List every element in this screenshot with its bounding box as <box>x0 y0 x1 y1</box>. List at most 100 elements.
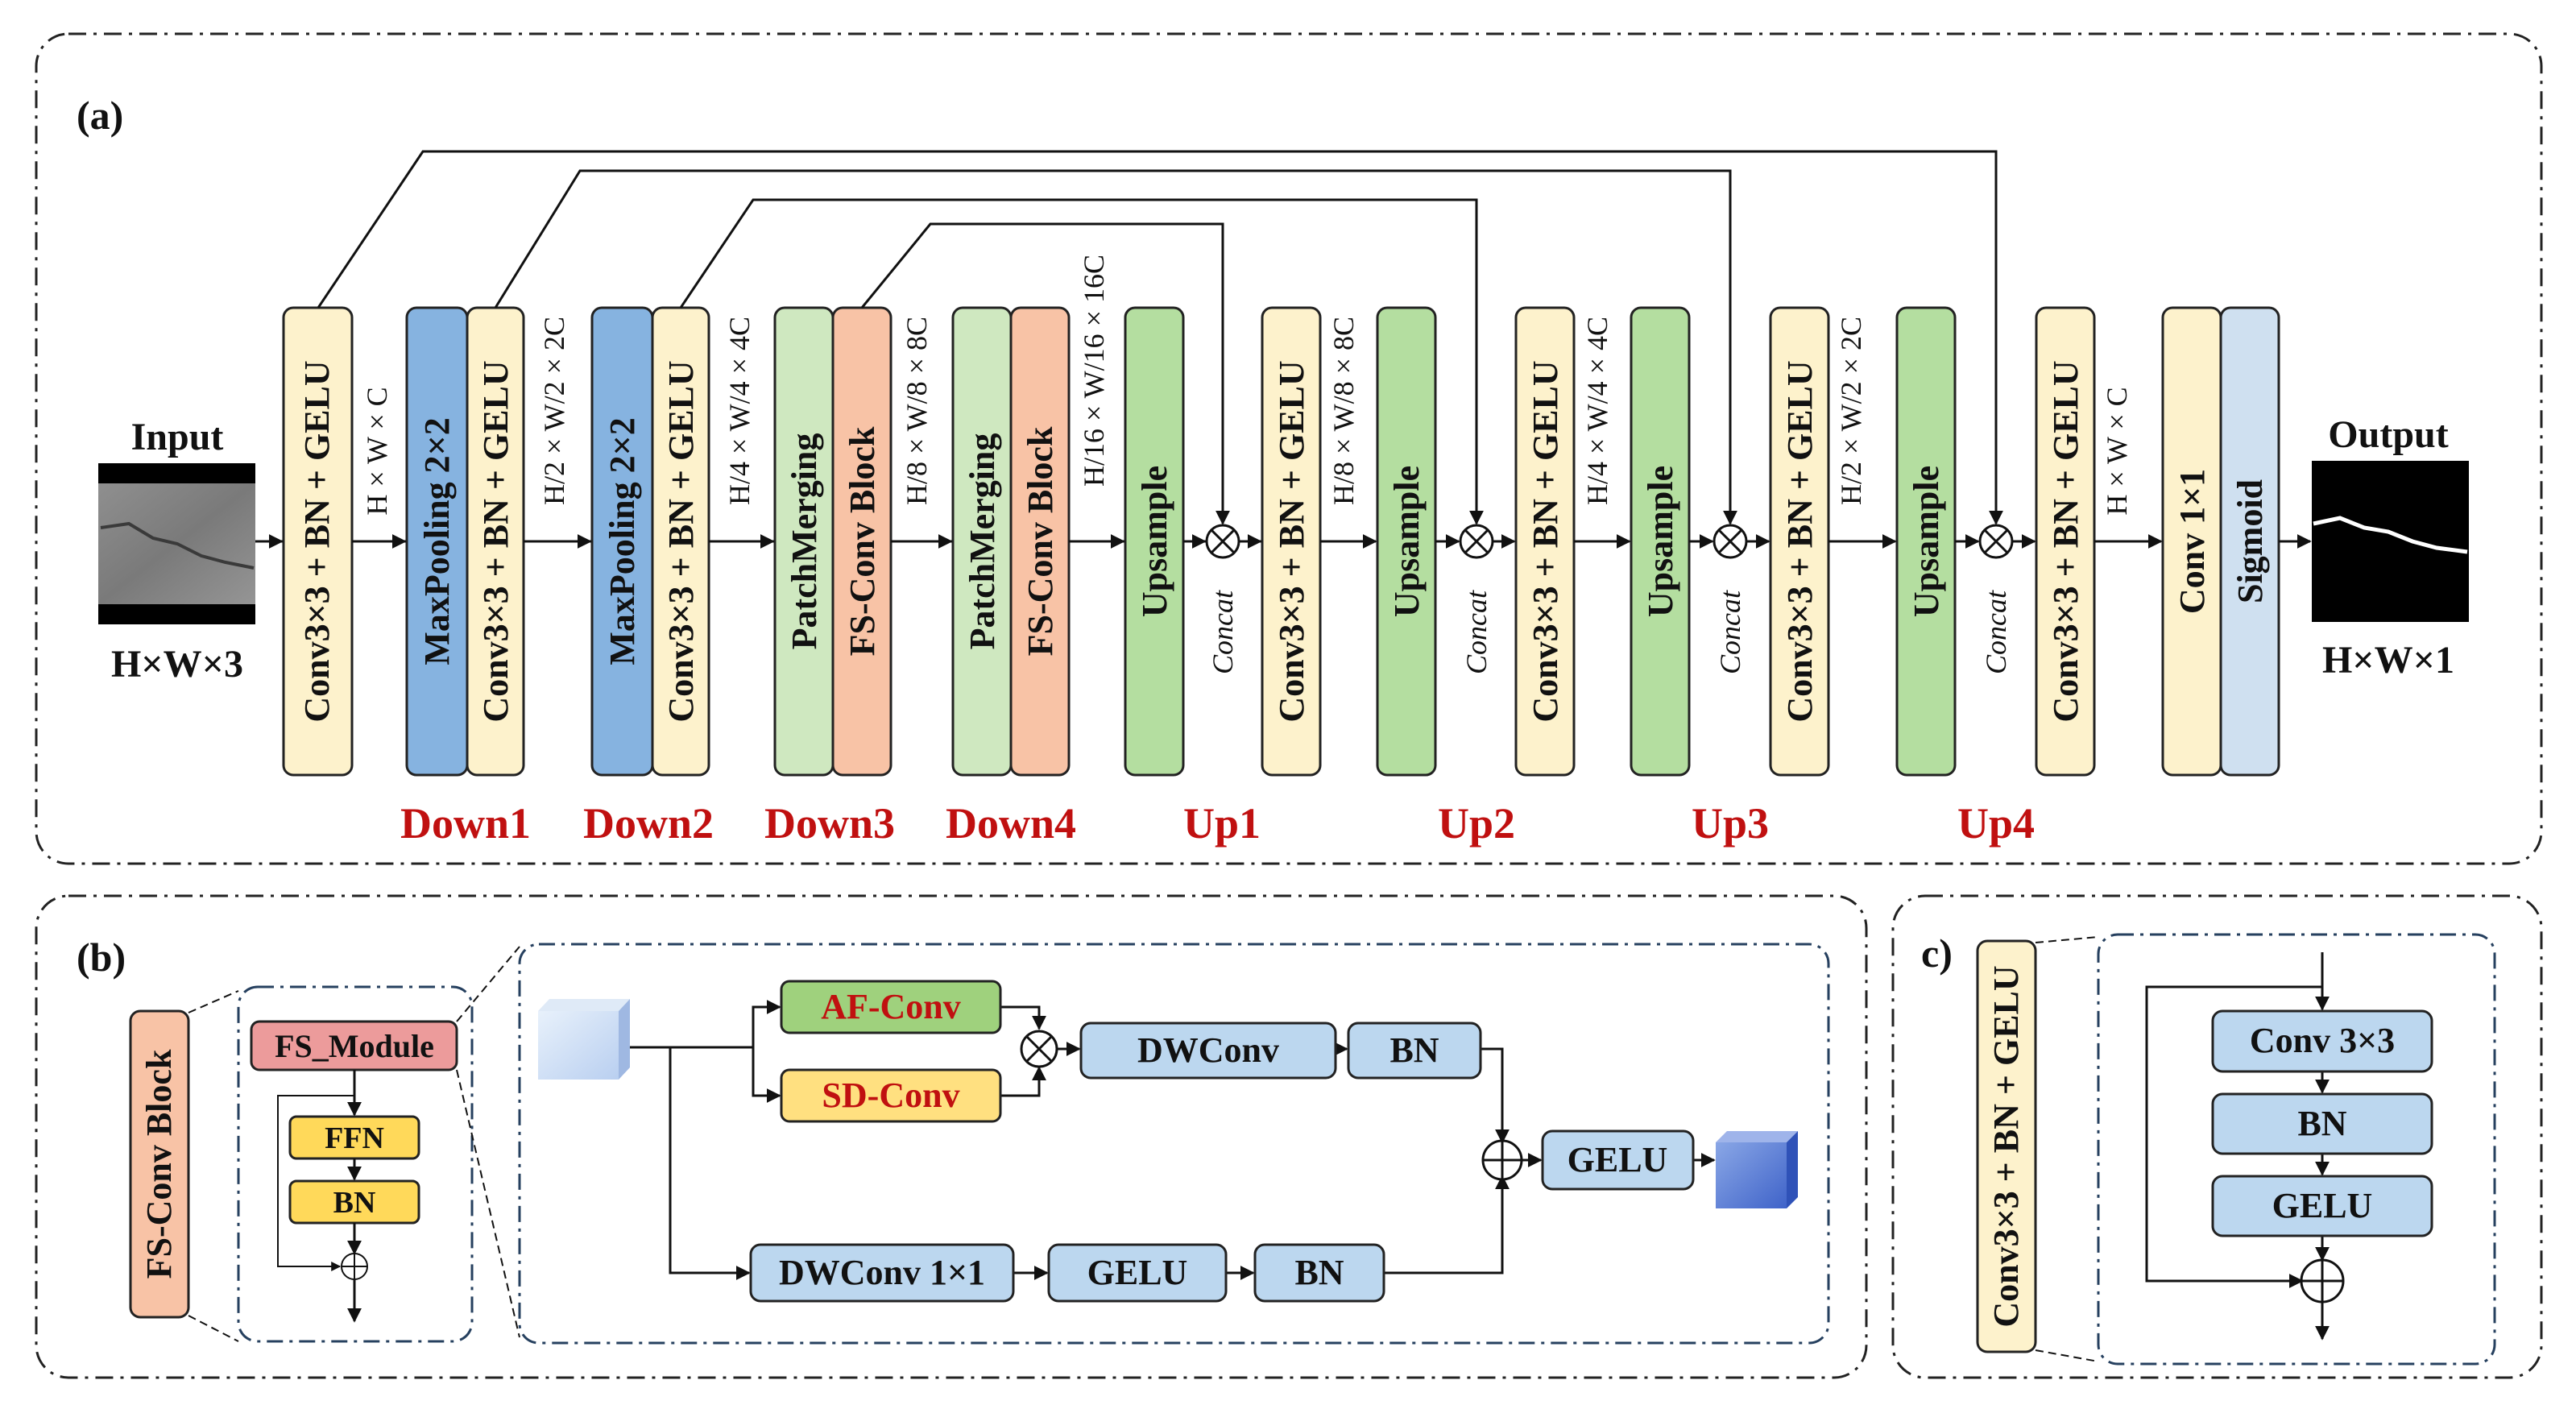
output-cube-icon <box>1716 1131 1798 1208</box>
svg-text:Conv3×3 + BN + GELU: Conv3×3 + BN + GELU <box>1526 360 1565 722</box>
sd-conv-box: SD-Conv <box>780 1068 1002 1123</box>
up4-upsample: Upsample <box>1895 306 1957 777</box>
svg-text:Upsample: Upsample <box>1641 466 1680 617</box>
concat-label-2: Concat <box>1460 590 1493 674</box>
svg-text:BN: BN <box>333 1186 376 1220</box>
dim-label-d4: H/8 × W/8 × 8C <box>901 317 933 505</box>
down4-patch-merging: PatchMerging <box>773 306 835 777</box>
conv-block-small-c: Conv3×3 + BN + GELU <box>1976 939 2037 1353</box>
svg-text:DWConv: DWConv <box>1137 1030 1279 1070</box>
fs-block-detail-frame <box>237 985 474 1343</box>
svg-text:SD-Conv: SD-Conv <box>822 1076 959 1115</box>
svg-text:FS-Conv Block: FS-Conv Block <box>843 426 882 656</box>
panel-a-frame <box>35 32 2543 865</box>
svg-text:GELU: GELU <box>1568 1140 1668 1179</box>
svg-text:Upsample: Upsample <box>1387 466 1427 617</box>
stage-down1: Down1 <box>400 799 531 848</box>
svg-text:GELU: GELU <box>1087 1253 1188 1292</box>
dim-label-u3: H/2 × W/2 × 2C <box>1835 317 1867 505</box>
concat-3 <box>1713 524 1748 559</box>
svg-text:Conv3×3 + BN + GELU: Conv3×3 + BN + GELU <box>1780 360 1820 722</box>
dim-label-d5: H/16 × W/16 × 16C <box>1078 255 1110 487</box>
svg-text:Upsample: Upsample <box>1907 466 1946 617</box>
fs-module-detail-frame <box>518 943 1830 1345</box>
output-title: Output <box>2328 413 2448 456</box>
svg-text:MaxPooling 2×2: MaxPooling 2×2 <box>417 417 457 665</box>
svg-text:DWConv 1×1: DWConv 1×1 <box>779 1253 985 1292</box>
bn-box-small: BN <box>288 1179 420 1225</box>
dwconv1x1-box: DWConv 1×1 <box>749 1243 1015 1303</box>
down5-fs-conv-block: FS-Conv Block <box>1009 306 1071 777</box>
conv3x3-box-c: Conv 3×3 <box>2211 1009 2433 1073</box>
svg-text:PatchMerging: PatchMerging <box>785 433 824 650</box>
svg-text:MaxPooling 2×2: MaxPooling 2×2 <box>603 417 642 665</box>
panel-c-label: c) <box>1921 930 1953 976</box>
panel-c-frame <box>1891 894 2543 1379</box>
up3-conv-block: Conv3×3 + BN + GELU <box>1769 306 1830 777</box>
concat-4 <box>1978 524 2014 559</box>
skip-connections <box>317 150 2003 525</box>
svg-text:FS-Conv Block: FS-Conv Block <box>1021 426 1060 656</box>
bn-box-b1: BN <box>1347 1022 1482 1080</box>
dim-label-d1: H × W × C <box>361 387 393 515</box>
add-node-b <box>1481 1139 1523 1181</box>
down3-conv-block: Conv3×3 + BN + GELU <box>651 306 710 777</box>
conv-block-flow-lines <box>2145 952 2330 1341</box>
svg-text:PatchMerging: PatchMerging <box>963 433 1002 650</box>
panel-b-label: (b) <box>77 935 126 980</box>
panel-b-frame <box>35 894 1868 1379</box>
dim-label-d3: H/4 × W/4 × 4C <box>723 317 756 505</box>
svg-text:Upsample: Upsample <box>1135 466 1174 617</box>
fs-module-box: FS_Module <box>250 1020 458 1071</box>
dwconv-box: DWConv <box>1079 1022 1337 1080</box>
input-size: H×W×3 <box>111 643 243 686</box>
up1-conv-block: Conv3×3 + BN + GELU <box>1261 306 1322 777</box>
up4-conv-block: Conv3×3 + BN + GELU <box>2035 306 2096 777</box>
svg-text:BN: BN <box>1294 1253 1344 1292</box>
gelu-box-c: GELU <box>2211 1175 2433 1237</box>
fs-conv-block-small: FS-Conv Block <box>129 1009 190 1319</box>
stage-up4: Up4 <box>1957 799 2035 848</box>
concat-label-3: Concat <box>1714 590 1746 674</box>
stage-up2: Up2 <box>1438 799 1515 848</box>
input-title: Input <box>131 416 224 458</box>
svg-text:Conv 3×3: Conv 3×3 <box>2250 1021 2395 1060</box>
svg-text:Conv3×3 + BN + GELU: Conv3×3 + BN + GELU <box>476 360 516 722</box>
up3-upsample: Upsample <box>1630 306 1691 777</box>
down5-patch-merging: PatchMerging <box>951 306 1013 777</box>
gelu-box-b1: GELU <box>1541 1129 1695 1191</box>
svg-text:BN: BN <box>1389 1030 1439 1070</box>
ffn-box: FFN <box>288 1115 420 1160</box>
down1-conv-block: Conv3×3 + BN + GELU <box>282 306 354 777</box>
stage-down3: Down3 <box>764 799 895 848</box>
stage-up1: Up1 <box>1183 799 1261 848</box>
output-image <box>2312 461 2469 622</box>
gelu-box-b2: GELU <box>1047 1243 1228 1303</box>
dim-label-u1: H/8 × W/8 × 8C <box>1327 317 1360 505</box>
bn-box-b2: BN <box>1253 1243 1385 1303</box>
input-cube-icon <box>538 999 630 1080</box>
svg-text:BN: BN <box>2297 1104 2346 1143</box>
af-conv-box: AF-Conv <box>780 980 1002 1034</box>
conv1x1-block: Conv 1×1 <box>2161 306 2222 777</box>
svg-text:Conv3×3 + BN + GELU: Conv3×3 + BN + GELU <box>1986 965 2026 1327</box>
bn-box-c: BN <box>2211 1092 2433 1155</box>
svg-text:Conv 1×1: Conv 1×1 <box>2172 469 2212 614</box>
up2-upsample: Upsample <box>1376 306 1437 777</box>
svg-text:Conv3×3 + BN + GELU: Conv3×3 + BN + GELU <box>2046 360 2085 722</box>
svg-text:Sigmoid: Sigmoid <box>2230 479 2270 603</box>
input-image <box>98 463 255 624</box>
concat-label-1: Concat <box>1207 590 1239 674</box>
up1-upsample: Upsample <box>1124 306 1185 777</box>
stage-down2: Down2 <box>583 799 714 848</box>
fs-module-flow-lines <box>630 1000 1716 1280</box>
conv-block-detail-frame <box>2097 933 2496 1366</box>
down4-fs-conv-block: FS-Conv Block <box>831 306 892 777</box>
svg-text:GELU: GELU <box>2272 1186 2373 1225</box>
down2-conv-block: Conv3×3 + BN + GELU <box>466 306 525 777</box>
svg-text:Conv3×3 + BN + GELU: Conv3×3 + BN + GELU <box>297 360 337 722</box>
concat-1 <box>1205 524 1240 559</box>
svg-text:Conv3×3 + BN + GELU: Conv3×3 + BN + GELU <box>661 360 701 722</box>
add-node-c <box>2300 1258 2345 1303</box>
svg-text:Conv3×3 + BN + GELU: Conv3×3 + BN + GELU <box>1272 360 1311 722</box>
